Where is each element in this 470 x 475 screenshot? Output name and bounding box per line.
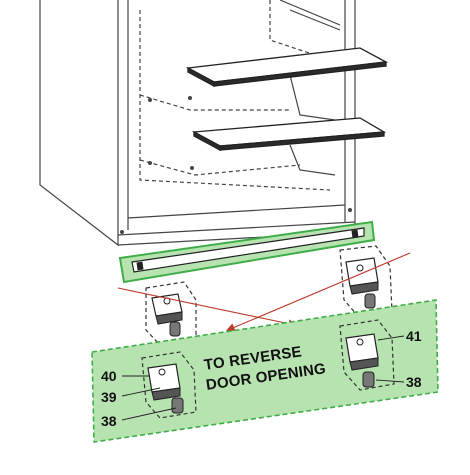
part-number-38-left: 38 (101, 413, 117, 429)
leader-lines (121, 335, 405, 421)
cabinet-left-side (39, 0, 119, 247)
part-number-41: 41 (406, 328, 422, 344)
cabinet-base-rail (127, 204, 346, 219)
kick-plate-highlight (118, 220, 376, 284)
shelf-rail-bottom (139, 159, 301, 176)
part-number-40: 40 (101, 368, 117, 384)
right-rail-lower (289, 144, 336, 176)
part-number-39: 39 (101, 389, 117, 405)
shelf-rail-top (139, 94, 290, 111)
right-bracket-lower (339, 319, 395, 391)
interior-back-wall (139, 10, 331, 191)
arrow-right-to-left (225, 252, 411, 332)
right-bracket-upper (339, 245, 393, 317)
swap-arrows (117, 252, 411, 332)
part-number-38-right: 38 (406, 374, 422, 390)
arrow-left-to-right (117, 287, 298, 328)
left-bracket-upper (145, 281, 197, 346)
left-bracket-lower (141, 351, 197, 419)
cabinet-fasteners (120, 96, 352, 234)
interior-upper-guide (269, 0, 331, 61)
cabinet-bottom-edge (117, 221, 356, 236)
interior-upper-rail (279, 0, 341, 26)
shelf-lower (191, 117, 387, 152)
shelf-upper (185, 47, 389, 88)
right-rail-upper (289, 74, 336, 121)
refrigerator-cabinet (39, 0, 356, 247)
interior-upper-rail-2 (289, 9, 341, 31)
